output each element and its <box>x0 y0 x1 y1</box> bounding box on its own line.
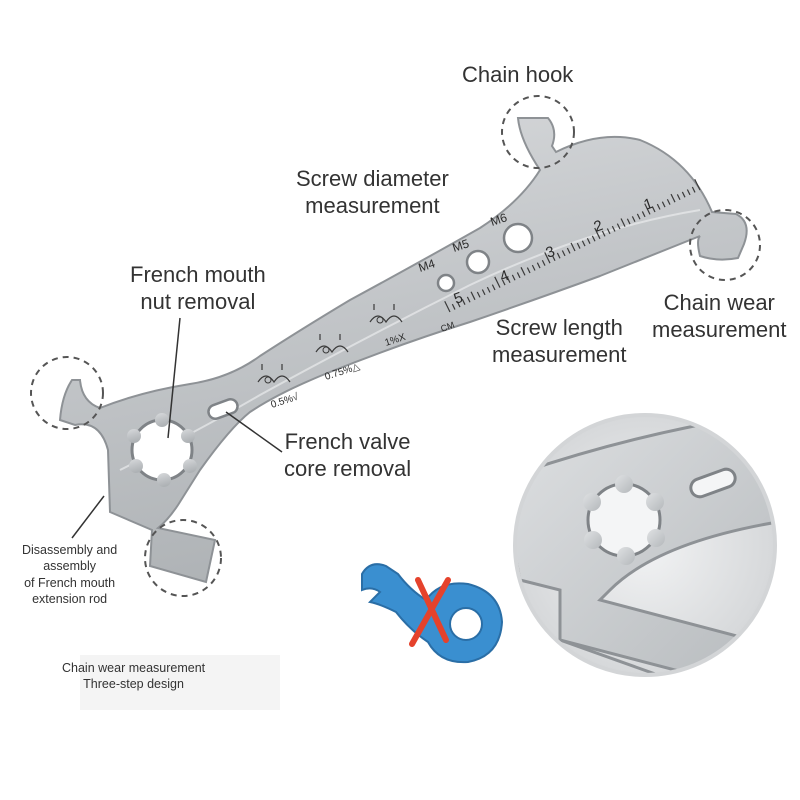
ruler-tick <box>511 274 516 281</box>
ruler-tick <box>486 286 491 293</box>
chain-tool: M4 M5 M6 1 2 3 4 5 CM 0.5%√ 0.75%△ 1%X <box>58 117 748 584</box>
ruler-tick <box>586 238 591 244</box>
ruler-tick <box>581 240 586 247</box>
label-screw-length: Screw length measurement <box>492 315 627 367</box>
footer-panel <box>80 655 280 710</box>
ruler-tick <box>566 247 571 254</box>
ruler-tick <box>541 259 546 266</box>
hole-label-m5: M5 <box>451 236 471 255</box>
ruler-tick <box>506 277 511 283</box>
ruler-tick <box>461 299 466 305</box>
french-valve-slot <box>207 398 239 420</box>
ruler-tick <box>551 255 556 262</box>
ruler-unit: CM <box>439 320 456 334</box>
tool-body <box>58 117 748 584</box>
ruler-tick <box>631 216 636 222</box>
label-disassembly: Disassembly and assembly of French mouth… <box>22 543 118 606</box>
ruler-tick <box>491 284 496 291</box>
ruler-tick <box>591 235 596 242</box>
label-french-valve: French valve core removal <box>284 429 412 481</box>
tool-bevel <box>119 209 701 471</box>
ruler-tick <box>470 291 476 301</box>
ruler-tick <box>616 223 621 230</box>
blue-wrench-crossed <box>361 563 504 664</box>
ruler-tick <box>691 186 696 193</box>
ruler-tick <box>501 279 506 286</box>
label-screw-diameter: Screw diameter measurement <box>296 166 449 218</box>
ruler-tick <box>561 250 566 257</box>
ruler-tick <box>601 230 606 237</box>
ruler-tick <box>531 264 536 271</box>
ruler-tick <box>644 203 651 215</box>
ruler-tick <box>544 252 551 264</box>
ruler-tick <box>466 296 471 303</box>
ruler-tick <box>556 252 561 259</box>
extension-rod-highlight <box>144 519 222 597</box>
ruler-tick <box>594 227 601 240</box>
hole-m5 <box>465 249 491 275</box>
ruler-tick <box>526 267 531 274</box>
ruler-tick <box>656 203 661 210</box>
hole-m4 <box>436 273 456 293</box>
ruler-tick <box>636 213 641 220</box>
ruler-tick <box>536 262 541 269</box>
label-footer: Chain wear measurement Three-step design <box>62 661 206 692</box>
ruler-tick <box>641 211 646 218</box>
label-chain-wear: Chain wear measurement <box>652 290 787 342</box>
hole-label-m4: M4 <box>417 256 437 275</box>
ruler-tick <box>516 272 521 279</box>
ruler-tick <box>456 301 461 308</box>
ruler-tick <box>481 289 486 296</box>
ruler-tick <box>661 201 666 208</box>
ruler-tick <box>444 300 451 313</box>
label-chain-hook: Chain hook <box>462 62 574 87</box>
ruler-tick <box>651 206 656 213</box>
chain-hook-highlight <box>501 95 575 169</box>
ruler-tick <box>620 218 626 227</box>
ruler-tick <box>666 198 671 205</box>
ruler-tick <box>626 218 631 225</box>
ruler-tick <box>694 178 701 191</box>
ruler-tick <box>606 228 611 235</box>
pointer-disassembly <box>71 495 105 539</box>
chain-wear-hook-highlight <box>689 209 761 281</box>
label-french-mouth-nut: French mouth nut removal <box>130 262 266 314</box>
french-mouth-nut-hole <box>127 413 197 487</box>
hole-label-m6: M6 <box>489 210 509 229</box>
ruler-tick <box>451 303 456 310</box>
ruler <box>444 178 701 313</box>
ruler-tick <box>681 191 686 198</box>
pointer-valve-core <box>225 411 283 453</box>
zoom-detail-inset <box>513 413 777 677</box>
ruler-tick <box>611 225 616 232</box>
pointer-nut-removal <box>167 317 181 439</box>
ruler-tick <box>494 276 501 288</box>
ruler-tick <box>576 242 581 249</box>
ruler-tick <box>670 193 676 203</box>
ruler-tick <box>570 242 576 252</box>
ruler-tick <box>676 194 681 201</box>
ruler-tick <box>686 189 691 196</box>
left-hook-highlight <box>30 356 104 430</box>
ruler-tick <box>476 291 481 298</box>
hole-m6 <box>502 222 534 254</box>
ruler-tick <box>520 267 526 276</box>
